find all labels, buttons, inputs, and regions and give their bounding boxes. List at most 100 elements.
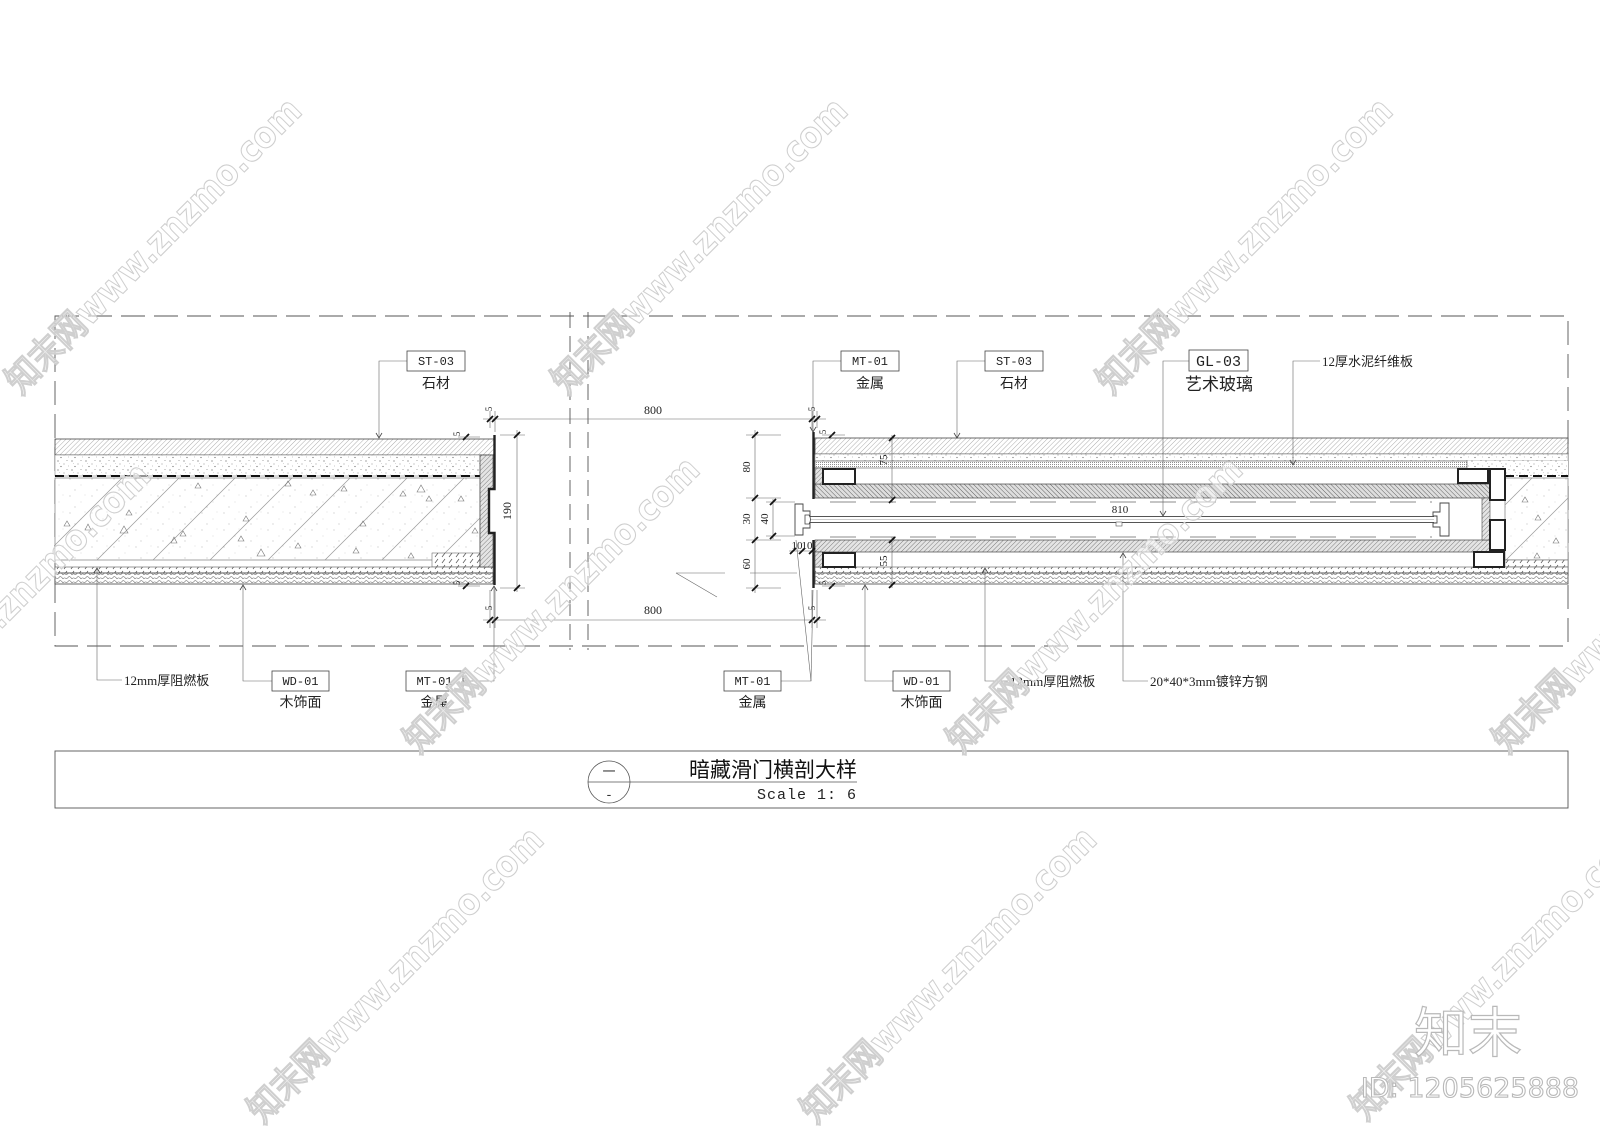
direction-line bbox=[675, 572, 718, 598]
dimension-label: 10 bbox=[802, 540, 814, 552]
hatch-line bbox=[209, 478, 293, 560]
dimension-tick bbox=[513, 584, 521, 592]
arrowhead bbox=[490, 585, 498, 592]
aggregate-triangle bbox=[242, 515, 250, 522]
callout-box bbox=[406, 350, 466, 372]
dimension-label: 10 bbox=[792, 540, 804, 552]
watermark-id: ID: 1205625888 bbox=[1361, 1073, 1579, 1104]
callout-metal-right: MT-01 金属 bbox=[809, 350, 900, 433]
aggregate-triangle bbox=[284, 480, 292, 487]
watermark-logo: 知末 bbox=[1414, 1002, 1522, 1065]
dimension-label: 800 bbox=[644, 603, 662, 617]
aggregate-triangle bbox=[352, 547, 360, 554]
material-desc: 木饰面 bbox=[280, 695, 322, 711]
arrowhead bbox=[953, 432, 961, 439]
aggregate-triangle bbox=[237, 535, 245, 542]
callout-stone-left: ST-03 石材 bbox=[375, 350, 466, 439]
flame-retardant-board-left bbox=[54, 566, 494, 574]
galvanized-steel-tubes bbox=[822, 468, 1506, 568]
dimension-tick bbox=[888, 496, 896, 504]
right-wall-section bbox=[794, 432, 1569, 588]
material-note: 12mm厚阻燃板 bbox=[1010, 674, 1095, 689]
aggregate-triangle bbox=[194, 482, 202, 489]
jamb-frame-upper bbox=[814, 467, 824, 485]
callout-flame-board-right: 12mm厚阻燃板 bbox=[981, 567, 1095, 689]
hatch-line bbox=[1505, 478, 1533, 506]
leader-line bbox=[378, 360, 407, 437]
dimension-label: 190 bbox=[500, 502, 514, 520]
offset-label: 5 bbox=[818, 429, 828, 434]
door-leaf-left-profile bbox=[794, 503, 811, 536]
material-note: 12厚水泥纤维板 bbox=[1322, 354, 1413, 369]
hatch-line bbox=[54, 478, 123, 547]
dimension-tick bbox=[789, 547, 797, 555]
aggregate-triangle bbox=[340, 485, 348, 492]
callout-box bbox=[840, 350, 900, 372]
callout-stone-right: ST-03 石材 bbox=[953, 350, 1044, 439]
dimension-tick bbox=[491, 616, 499, 624]
aggregate-triangle bbox=[63, 520, 71, 527]
hatch-line bbox=[1505, 497, 1568, 560]
material-code: MT-01 bbox=[416, 675, 452, 689]
detail-sheet-number: - bbox=[607, 788, 612, 803]
material-desc: 艺术玻璃 bbox=[1185, 375, 1253, 394]
leader-line bbox=[96, 568, 122, 681]
left-wall-section bbox=[54, 435, 496, 585]
leader-line bbox=[810, 589, 814, 682]
offset-label: 5 bbox=[807, 406, 817, 411]
pocket-end-stop bbox=[1481, 497, 1491, 541]
dimension-gaps: 10 10 bbox=[789, 540, 816, 555]
material-code: GL-03 bbox=[1196, 354, 1241, 371]
dimension-tick bbox=[769, 532, 777, 540]
offset-label: 5 bbox=[452, 580, 462, 585]
callout-box bbox=[892, 670, 951, 692]
callout-steel-tube: 20*40*3mm镀锌方钢 bbox=[1119, 552, 1268, 689]
material-desc: 金属 bbox=[421, 695, 449, 711]
dimension-label: 800 bbox=[644, 403, 662, 417]
callout-box bbox=[984, 350, 1044, 372]
aggregate-triangle bbox=[294, 542, 302, 549]
stone-step-offsets: 5 5 5 5 bbox=[452, 429, 845, 590]
pocket-guide-lines bbox=[830, 501, 1432, 538]
aggregate-triangle bbox=[119, 525, 129, 534]
dimension-wall-left: 190 bbox=[500, 430, 525, 592]
leader-line bbox=[1292, 360, 1320, 464]
drawing-title: 暗藏滑门横剖大样 bbox=[689, 758, 857, 782]
callout-box bbox=[405, 670, 464, 692]
aggregate-triangle bbox=[359, 520, 367, 527]
jamb-frame-lower bbox=[814, 551, 824, 568]
dimension-tick bbox=[813, 415, 821, 423]
aggregate-triangle bbox=[399, 490, 407, 497]
mortar-layer bbox=[814, 453, 1569, 462]
dimension-tick bbox=[888, 581, 896, 589]
leader-line bbox=[242, 585, 272, 682]
door-direction-mark bbox=[675, 572, 725, 598]
arrowhead bbox=[239, 584, 247, 591]
aggregate-triangle bbox=[170, 536, 178, 544]
flame-retardant-board-right bbox=[814, 566, 1569, 574]
material-code: ST-03 bbox=[418, 355, 454, 369]
board-right bbox=[1504, 559, 1569, 568]
wood-veneer-right bbox=[814, 572, 1569, 585]
dimension-tick bbox=[813, 616, 821, 624]
leader-line bbox=[1122, 553, 1148, 682]
material-code: WD-01 bbox=[282, 675, 318, 689]
steel-tube bbox=[1489, 519, 1506, 551]
aggregate-triangle bbox=[1521, 496, 1529, 503]
dimension-tick bbox=[486, 415, 494, 423]
dimension-tick bbox=[751, 584, 759, 592]
leader-line bbox=[812, 360, 841, 431]
arrowhead bbox=[809, 426, 817, 433]
concrete-hatch-lines bbox=[54, 478, 480, 560]
dimension-tick bbox=[751, 431, 759, 439]
board-return bbox=[431, 552, 481, 568]
dimension-tick bbox=[491, 415, 499, 423]
dimension-label: 40 bbox=[759, 513, 771, 525]
leader-line bbox=[1162, 360, 1189, 515]
material-code: MT-01 bbox=[852, 355, 888, 369]
material-note: 12mm厚阻燃板 bbox=[124, 673, 209, 688]
aggregate-triangle bbox=[1534, 514, 1542, 521]
door-leaf-left-clip bbox=[804, 514, 811, 525]
